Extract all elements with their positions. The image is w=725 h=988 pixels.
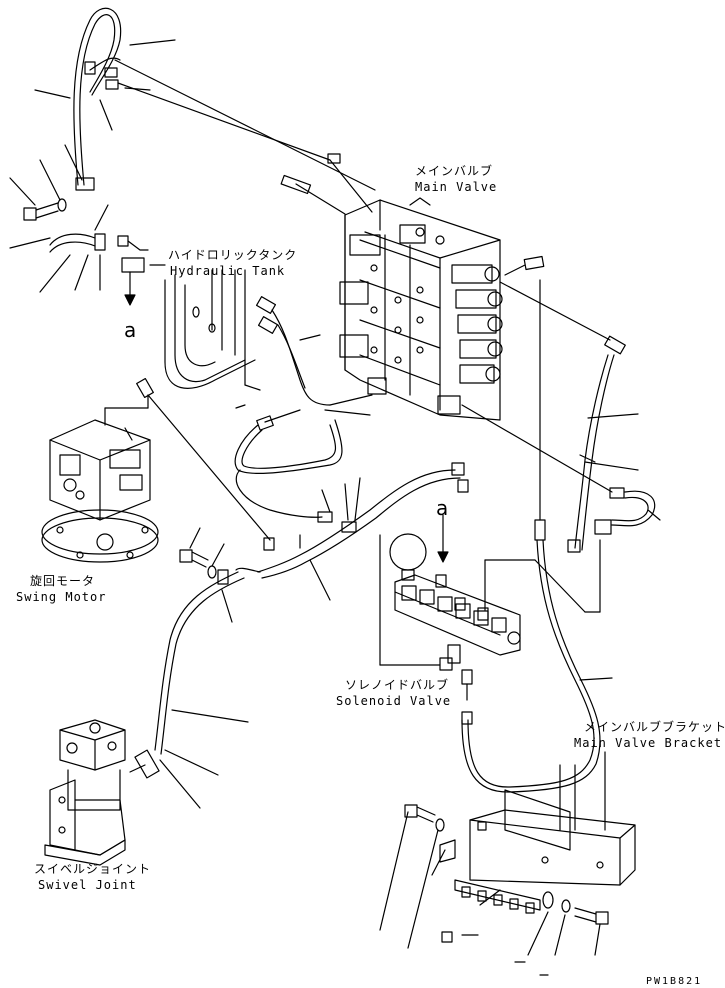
solenoid-valve xyxy=(379,514,601,725)
main-valve-bracket-label-jp: メインバルブブラケット xyxy=(584,720,725,734)
central-hoses xyxy=(235,462,469,601)
swing-motor-pilot-line xyxy=(104,377,275,551)
clip-bracket xyxy=(441,879,541,943)
main-valve-bracket-label-en: Main Valve Bracket xyxy=(574,736,723,750)
top-left-hose-loop xyxy=(73,7,122,186)
swing-motor-label-jp: 旋回モータ xyxy=(30,574,96,588)
hydraulic-tank-label-en: Hydraulic Tank xyxy=(170,264,286,278)
swivel-joint-hoses xyxy=(134,569,249,809)
solenoid-valve-label-en: Solenoid Valve xyxy=(336,694,452,708)
swivel-joint-label-jp: スイベルジョイント xyxy=(34,862,152,876)
view-letter-a-left: a xyxy=(124,318,137,342)
swivel-joint-label-en: Swivel Joint xyxy=(38,878,137,892)
fitting-group-left xyxy=(49,233,149,306)
main-valve-label-jp: メインバルブ xyxy=(415,164,494,178)
swing-motor-bolt xyxy=(179,527,225,579)
main-valve-right-hoses xyxy=(461,255,661,793)
leader-lines-bottom xyxy=(379,811,601,976)
main-valve-bracket xyxy=(469,751,636,886)
swing-motor xyxy=(41,419,159,563)
hydraulic-tank-label-jp: ハイドロリックタンク xyxy=(168,248,298,262)
bottom-bolts xyxy=(404,804,609,925)
hydraulic-tank xyxy=(149,264,256,389)
bolt-top-left xyxy=(23,177,95,221)
view-letter-a-right: a xyxy=(436,496,449,520)
solenoid-valve-label-jp: ソレノイドバルブ xyxy=(345,678,450,692)
swivel-joint xyxy=(44,719,146,866)
main-valve-label-en: Main Valve xyxy=(415,180,498,194)
top-pilot-lines xyxy=(114,59,376,215)
main-valve-body xyxy=(339,197,503,421)
figure-code: PW1B821 xyxy=(646,976,703,987)
leader-lines-top-left xyxy=(9,39,176,293)
tank-hoses xyxy=(234,296,373,518)
swing-motor-label-en: Swing Motor xyxy=(16,590,107,604)
